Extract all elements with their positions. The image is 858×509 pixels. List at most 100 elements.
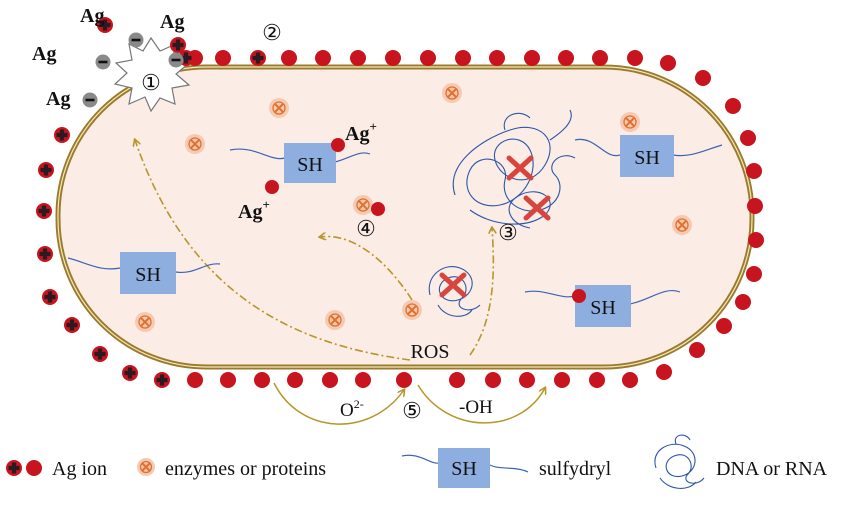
enzyme-icon <box>185 134 205 154</box>
ag-ion-dot <box>554 372 570 388</box>
ag-ion-dot <box>735 294 751 310</box>
charged-ag-ions <box>36 17 266 388</box>
enzymes-group <box>135 83 692 332</box>
legend-dna-icon <box>654 434 705 489</box>
ag-ion-dot <box>396 372 412 388</box>
ag-label: Ag <box>160 11 184 33</box>
legend-dna-label: DNA or RNA <box>716 458 828 480</box>
step-3-label: ③ <box>498 220 518 245</box>
ag-ion-dot <box>220 372 236 388</box>
ag-plus-label: Ag+ <box>238 197 270 223</box>
superoxide-label: O2- <box>340 397 364 421</box>
ag-ion-dot <box>740 130 756 146</box>
legend-ag-ion-icon <box>6 460 42 476</box>
negative-ion-icon <box>95 54 111 70</box>
ag-ion-dot <box>350 50 366 66</box>
ros-to-burst-arrow <box>135 140 411 361</box>
ag-plus-label: Ag+ <box>345 119 377 145</box>
ag-ion-dot <box>660 55 676 71</box>
ag-ion-dot <box>420 50 436 66</box>
step-1-label: ① <box>141 70 161 95</box>
charged-ag-ion-icon <box>42 289 58 305</box>
ag-ion-dot <box>746 163 762 179</box>
sulfhydryl-icon <box>284 143 336 183</box>
sulfhydryl-group-right: SH <box>574 135 723 177</box>
ag-ion-dot <box>592 50 608 66</box>
legend-sh-text: SH <box>451 458 477 480</box>
ros-to-dna-arrow <box>469 228 493 356</box>
charged-ag-ion-icon <box>54 127 70 143</box>
ag-ion-dot <box>746 266 762 282</box>
enzyme-icon <box>672 215 692 235</box>
ag-label: Ag <box>32 43 56 65</box>
enzyme-icon <box>402 300 422 320</box>
legend-sulfydryl-label: sulfydryl <box>539 458 612 480</box>
ag-ion-dot <box>572 289 586 303</box>
charged-ag-ion-icon <box>122 365 138 381</box>
ag-ion-dot <box>589 372 605 388</box>
legend-ag-ion-label: Ag ion <box>52 458 107 480</box>
ag-label: Ag <box>46 88 70 110</box>
legend-sulfhydryl-icon: SH <box>401 448 529 488</box>
ag-ion-dot <box>287 372 303 388</box>
legend-enzyme-icon <box>137 458 155 476</box>
sh-label: SH <box>297 154 323 176</box>
sh-label: SH <box>590 297 616 319</box>
sulfhydryl-group-top: SH <box>229 143 371 183</box>
step-4-label: ④ <box>356 216 376 241</box>
ag-ion-dot <box>689 342 705 358</box>
ag-ion-dot <box>265 180 279 194</box>
outer-ag-ions <box>187 50 764 388</box>
ag-ion-dot <box>355 372 371 388</box>
sh-label: SH <box>634 147 660 169</box>
step-5-label: ⑤ <box>402 398 422 423</box>
ag-ion-dot <box>725 98 741 114</box>
ros-label: ROS <box>411 341 450 363</box>
o2-arrow <box>273 382 404 425</box>
enzyme-icon <box>135 312 155 332</box>
sulfhydryl-group-left: SH <box>67 252 221 294</box>
ag-ion-dot <box>524 50 540 66</box>
charged-ag-ion-icon <box>97 17 113 33</box>
ag-ion-dot <box>254 372 270 388</box>
negative-ion-icon <box>82 92 98 108</box>
negative-ion-icon <box>168 52 184 68</box>
sh-label: SH <box>135 264 161 286</box>
ag-ion-dot <box>716 318 732 334</box>
ag-ion-dot <box>449 372 465 388</box>
ag-ion-dot <box>385 50 401 66</box>
charged-ag-ion-icon <box>92 346 108 362</box>
ag-ion-dot <box>215 50 231 66</box>
ag-ion-dot <box>322 372 338 388</box>
ag-ion-dot <box>281 50 297 66</box>
hydroxyl-label: -OH <box>459 397 493 418</box>
ag-label: Ag <box>80 5 104 27</box>
cross-mark-icon <box>506 155 534 181</box>
charged-ag-ion-icon <box>38 162 54 178</box>
charged-ag-ion-icon <box>37 246 53 262</box>
ag-ion-dot <box>331 138 345 152</box>
bacterial-cell-membrane <box>55 64 755 370</box>
enzyme-icon <box>442 83 462 103</box>
ag-ion-dot <box>622 372 638 388</box>
oh-arrow <box>417 384 545 424</box>
charged-ag-ion-icon <box>250 50 266 66</box>
sulfhydryl-icon <box>620 135 674 177</box>
ag-ion-dot <box>519 372 535 388</box>
cross-mark-icon <box>523 195 551 221</box>
legend: Ag ion enzymes or proteins SH sulfydryl … <box>6 434 828 489</box>
enzyme-icon <box>620 112 640 132</box>
charged-ag-ion-icon <box>154 372 170 388</box>
enzyme-icon <box>325 310 345 330</box>
sulfhydryl-icon <box>120 252 176 294</box>
enzyme-icon <box>353 195 373 215</box>
charged-ag-ion-icon <box>170 37 186 53</box>
ag-ion-dot <box>695 70 711 86</box>
membrane-inner-line <box>57 66 753 368</box>
ag-ion-dot <box>558 50 574 66</box>
ag-ion-dot <box>371 202 385 216</box>
step-2-label: ② <box>262 20 282 45</box>
negative-ion-icon <box>128 32 144 48</box>
ag-ion-dot <box>315 50 331 66</box>
